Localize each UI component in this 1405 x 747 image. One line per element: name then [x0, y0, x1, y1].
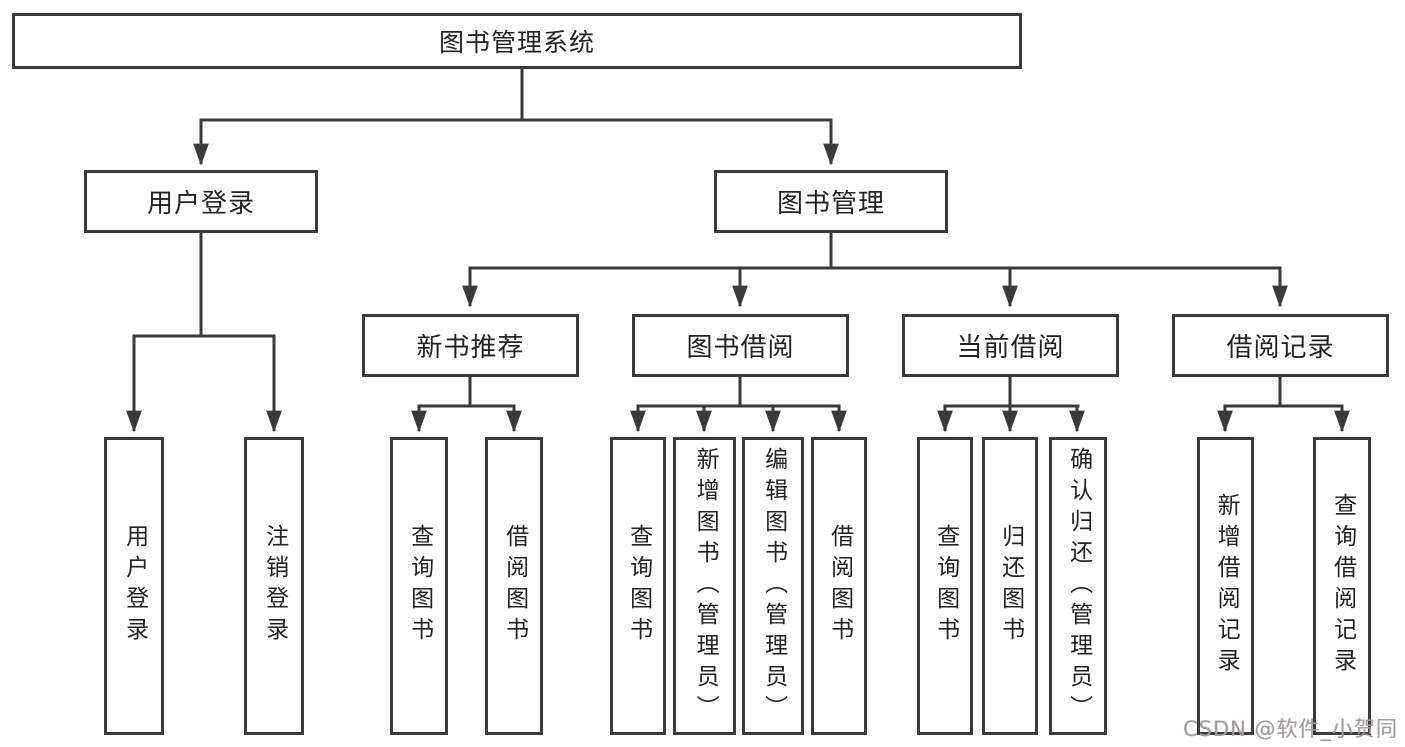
node-leaf-borrow-books-borrowing: 借阅图书	[811, 437, 867, 735]
node-label: 图书管理系统	[438, 28, 595, 57]
node-leaf-confirm-return-admin: 确认归还（管理员）	[1049, 437, 1107, 735]
node-label: 编辑图书（管理员）	[760, 446, 787, 726]
node-leaf-query-books-recommend: 查询图书	[390, 437, 448, 735]
node-book-borrowing: 图书借阅	[632, 314, 849, 377]
node-label: 当前借阅	[956, 333, 1065, 363]
node-leaf-user-login: 用户登录	[104, 437, 164, 735]
node-label: 借阅记录	[1226, 333, 1335, 363]
node-label: 图书管理	[776, 189, 885, 219]
node-leaf-query-books-current: 查询图书	[917, 437, 973, 735]
node-label: 用户登录	[121, 524, 148, 648]
node-leaf-edit-books-admin: 编辑图书（管理员）	[742, 437, 804, 735]
node-leaf-add-borrow-record: 新增借阅记录	[1197, 437, 1254, 735]
node-label: 查询借阅记录	[1329, 493, 1356, 679]
node-label: 新增图书（管理员）	[692, 446, 719, 726]
node-leaf-borrow-books-recommend: 借阅图书	[485, 437, 543, 735]
node-root-library-system: 图书管理系统	[12, 13, 1022, 69]
node-label: 新书推荐	[416, 333, 525, 363]
node-current-borrowing: 当前借阅	[902, 314, 1119, 377]
node-label: 查询图书	[406, 524, 433, 648]
node-label: 图书借阅	[686, 333, 795, 363]
node-label: 借阅图书	[501, 524, 528, 648]
node-borrowing-records: 借阅记录	[1172, 314, 1389, 377]
node-label: 借阅图书	[826, 524, 853, 648]
node-label: 查询图书	[932, 524, 959, 648]
node-leaf-query-books-borrowing: 查询图书	[610, 437, 666, 735]
node-label: 注销登录	[261, 524, 288, 648]
node-label: 确认归还（管理员）	[1065, 446, 1092, 726]
node-leaf-add-books-admin: 新增图书（管理员）	[673, 437, 736, 735]
node-new-book-recommend: 新书推荐	[362, 314, 579, 377]
node-leaf-logout: 注销登录	[244, 437, 304, 735]
node-label: 用户登录	[146, 189, 255, 219]
node-leaf-query-borrow-record: 查询借阅记录	[1313, 437, 1371, 735]
csdn-watermark: CSDN @软件_小贺同学	[1183, 717, 1399, 741]
node-book-management: 图书管理	[714, 170, 948, 233]
node-label: 新增借阅记录	[1213, 493, 1240, 679]
node-leaf-return-books: 归还图书	[982, 437, 1038, 735]
node-label: 查询图书	[625, 524, 652, 648]
node-user-login: 用户登录	[84, 170, 318, 233]
node-label: 归还图书	[997, 524, 1024, 648]
